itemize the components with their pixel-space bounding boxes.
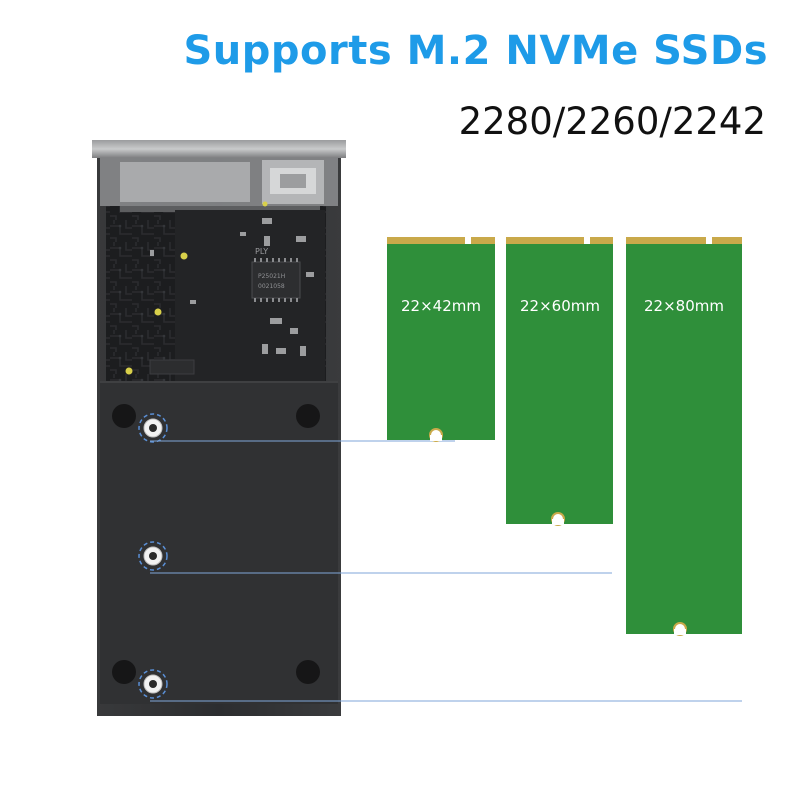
- ssd-2242: [387, 234, 495, 442]
- ssd-2280: [626, 234, 742, 636]
- chip-marking-line1: P25021H: [258, 273, 285, 280]
- screw-2280: [138, 669, 168, 699]
- ssd-2260: [506, 234, 613, 526]
- circuit-board: P25021H 0021058 PLY: [106, 201, 326, 382]
- ssd-enclosure: P25021H 0021058 PLY: [92, 140, 346, 716]
- supported-sizes: 2280/2260/2242: [458, 100, 766, 143]
- solder-points: [125, 201, 268, 375]
- ssd-2260-label: 22×60mm: [520, 297, 600, 315]
- screw-2260: [138, 541, 168, 571]
- chip-marking-line2: 0021058: [258, 283, 285, 290]
- headline: Supports M.2 NVMe SSDs: [183, 28, 768, 74]
- screw-2242: [138, 413, 168, 443]
- length-guide-lines: [150, 440, 742, 702]
- mounting-holes: [112, 404, 320, 684]
- ssd-2242-label: 22×42mm: [401, 297, 481, 315]
- controller-chip: P25021H 0021058: [251, 258, 301, 302]
- enclosure-end-cap: [92, 140, 346, 206]
- board-brand-marking: PLY: [255, 247, 268, 256]
- ssd-2280-label: 22×80mm: [644, 297, 724, 315]
